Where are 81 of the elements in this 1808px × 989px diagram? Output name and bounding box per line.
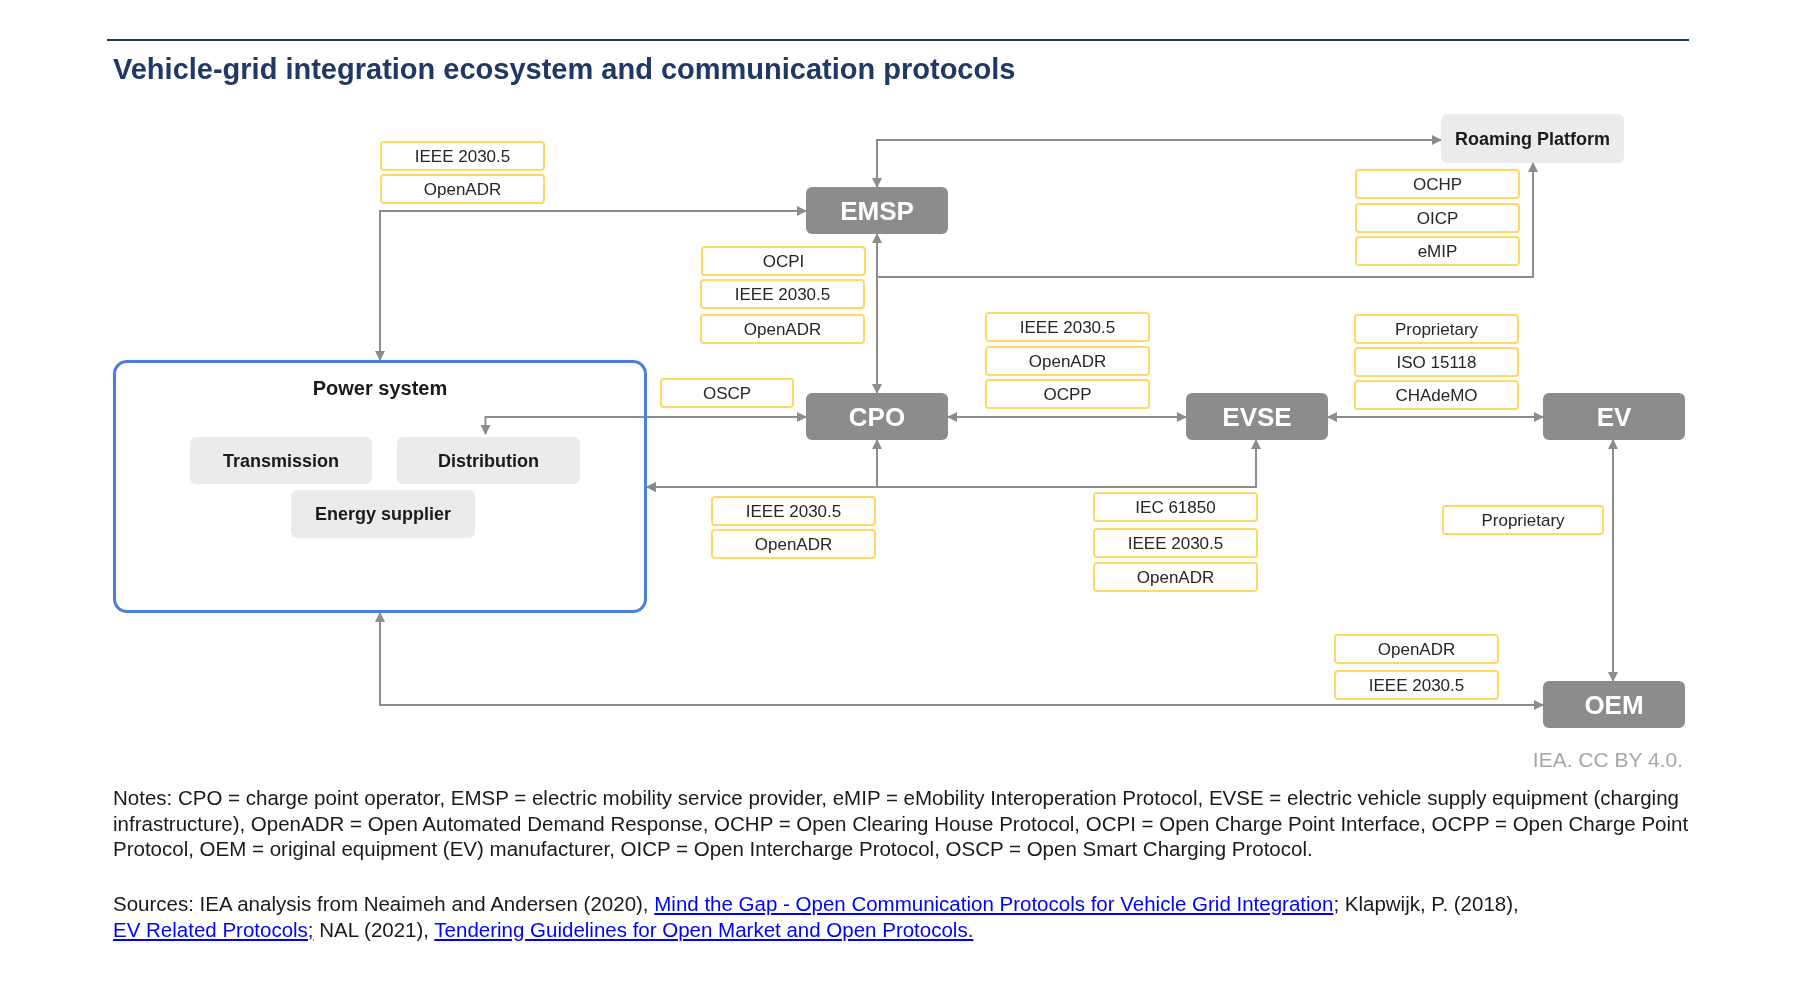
protocol-label: OSCP xyxy=(702,384,752,402)
connector-arrow xyxy=(375,206,807,361)
group-title: Power system xyxy=(312,376,448,401)
protocol-box xyxy=(1354,314,1519,344)
source-text: NAL (2021), xyxy=(319,917,430,941)
protocol-box xyxy=(700,279,865,309)
protocol-box xyxy=(1093,562,1258,592)
protocol-label: OICP xyxy=(1416,209,1459,227)
protocol-label: IEEE 2030.5 xyxy=(745,502,842,520)
protocol-label: OpenADR xyxy=(754,535,833,553)
actor-label: EV xyxy=(1596,403,1632,430)
protocol-box xyxy=(711,496,876,526)
protocol-label: IEEE 2030.5 xyxy=(414,147,511,165)
protocol-box xyxy=(660,378,794,408)
actor-label: EVSE xyxy=(1222,403,1292,430)
protocol-box xyxy=(1093,528,1258,558)
group-container xyxy=(113,360,647,613)
actor-box xyxy=(1186,393,1328,440)
protocol-box xyxy=(1354,347,1519,377)
actor-label: CPO xyxy=(848,403,906,430)
component-label: Energy supplier xyxy=(314,504,451,524)
protocol-box xyxy=(1354,380,1519,410)
connector-arrow xyxy=(480,412,807,435)
protocol-label: ISO 15118 xyxy=(1396,353,1477,371)
source-link: EV Related Protocols; xyxy=(113,917,314,941)
protocol-box xyxy=(985,312,1150,342)
protocol-box xyxy=(1334,634,1499,664)
connector-arrow xyxy=(872,233,882,394)
actor-box xyxy=(806,187,948,234)
credit-text: IEA. CC BY 4.0. xyxy=(1532,747,1683,773)
protocol-label: IEEE 2030.5 xyxy=(1368,676,1465,694)
protocol-label: IEEE 2030.5 xyxy=(1019,318,1116,336)
source-link: Mind the Gap - Open Communication Protocols for Vehicle Grid Integration xyxy=(654,892,1334,915)
protocol-label: eMIP xyxy=(1417,242,1458,260)
protocol-box xyxy=(1355,169,1520,199)
protocol-label: OpenADR xyxy=(1377,640,1456,658)
protocol-box xyxy=(701,246,866,276)
protocol-label: OpenADR xyxy=(423,180,502,198)
actor-label: OEM xyxy=(1584,691,1644,718)
component-label: Distribution xyxy=(438,450,539,471)
protocol-label: OpenADR xyxy=(1136,568,1215,586)
actor-box xyxy=(806,393,948,440)
component-box xyxy=(1441,114,1624,163)
connector-arrow xyxy=(375,612,1544,710)
notes-text: Notes: CPO = charge point operator, EMSP = electric mobility service provider, eMIP = eMobility Interoperation Protocol, EVSE = electric vehicle supply equipment (charging infrastructure), OpenADR = Open Automated Demand Response, OCHP = Open Clearing House Protocol, OCPI = Open Charge Point Interface, OCPP = Open Charge Point Protocol, OEM = original equipment (EV) manufacturer, OICP = Open Intercharge Protocol, OSCP = Open Smart Charging Protocol. xyxy=(113,785,1690,862)
actor-box xyxy=(1543,681,1685,728)
protocol-label: OpenADR xyxy=(1028,352,1107,370)
component-label: Transmission xyxy=(222,450,339,471)
protocol-label: Proprietary xyxy=(1481,511,1565,529)
connector-arrow xyxy=(1608,439,1618,682)
protocol-box xyxy=(985,379,1150,409)
protocol-label: IEEE 2030.5 xyxy=(734,285,831,303)
connector-arrow xyxy=(1327,412,1544,422)
connector-arrow xyxy=(947,412,1187,422)
actor-box xyxy=(1543,393,1685,440)
protocol-box xyxy=(985,346,1150,376)
protocol-label: OCPI xyxy=(762,252,805,270)
protocol-label: CHAdeMO xyxy=(1395,386,1478,404)
source-link: Tendering Guidelines for Open Market and Open Protocols. xyxy=(434,917,974,941)
connector-arrow xyxy=(872,135,1442,188)
protocol-label: IEC 61850 xyxy=(1135,498,1216,516)
protocol-box xyxy=(1334,670,1499,700)
connector-arrow xyxy=(646,439,1261,492)
protocol-label: IEEE 2030.5 xyxy=(1127,534,1224,552)
component-label: Roaming Platform xyxy=(1455,128,1610,149)
protocol-box xyxy=(711,529,876,559)
protocol-box xyxy=(1355,203,1520,233)
actor-label: EMSP xyxy=(840,197,914,224)
protocol-label: OpenADR xyxy=(743,320,822,338)
protocol-box xyxy=(380,141,545,171)
protocol-label: OCPP xyxy=(1043,385,1092,403)
protocol-box xyxy=(1093,492,1258,522)
source-text: Sources: IEA analysis from Neaimeh and Andersen (2020), xyxy=(113,892,649,915)
protocol-box xyxy=(380,174,545,204)
protocol-label: Proprietary xyxy=(1394,320,1479,338)
protocol-box xyxy=(1442,505,1604,535)
diagram-title: Vehicle-grid integration ecosystem and communication protocols xyxy=(113,52,1016,87)
protocol-box xyxy=(1355,236,1520,266)
protocol-label: OCHP xyxy=(1412,175,1463,193)
protocol-box xyxy=(700,314,865,344)
source-text: ; Klapwijk, P. (2018), xyxy=(1333,892,1519,915)
